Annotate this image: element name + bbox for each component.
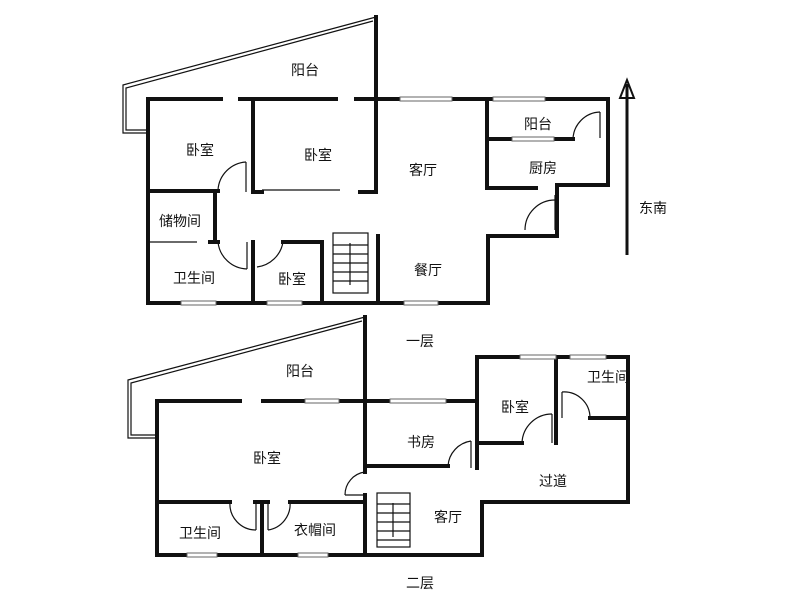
floor2-stairs [376,492,411,548]
floor2-title: 二层 [406,576,434,592]
room-label-balcony: 阳台 [286,364,314,380]
floor1-title: 一层 [406,334,434,350]
room-label-bedroom: 卧室 [278,272,306,288]
room-label-bedroom: 卧室 [253,451,281,467]
room-label-cloakroom: 衣帽间 [294,523,336,539]
room-label-bedroom: 卧室 [186,143,214,159]
room-label-balcony: 阳台 [524,117,552,133]
room-label-bathroom: 卫生间 [173,271,215,287]
compass-arrow [618,77,636,255]
room-label-balcony: 阳台 [291,63,319,79]
room-label-study: 书房 [407,435,435,451]
floor1-stairs [332,232,369,294]
room-label-bathroom: 卫生间 [179,526,221,542]
room-label-hallway: 过道 [539,474,567,490]
room-label-bedroom: 卧室 [304,148,332,164]
room-label-living-room: 客厅 [434,510,462,526]
floor1-walls [122,15,610,306]
compass-label: 东南 [639,201,667,217]
room-label-kitchen: 厨房 [529,161,557,177]
room-label-bedroom: 卧室 [501,400,529,416]
room-label-living-room: 客厅 [409,163,437,179]
floor2-walls [127,315,630,558]
room-label-storage: 储物间 [159,214,201,230]
room-label-bathroom: 卫生间 [587,370,629,386]
room-label-dining-room: 餐厅 [414,263,442,279]
